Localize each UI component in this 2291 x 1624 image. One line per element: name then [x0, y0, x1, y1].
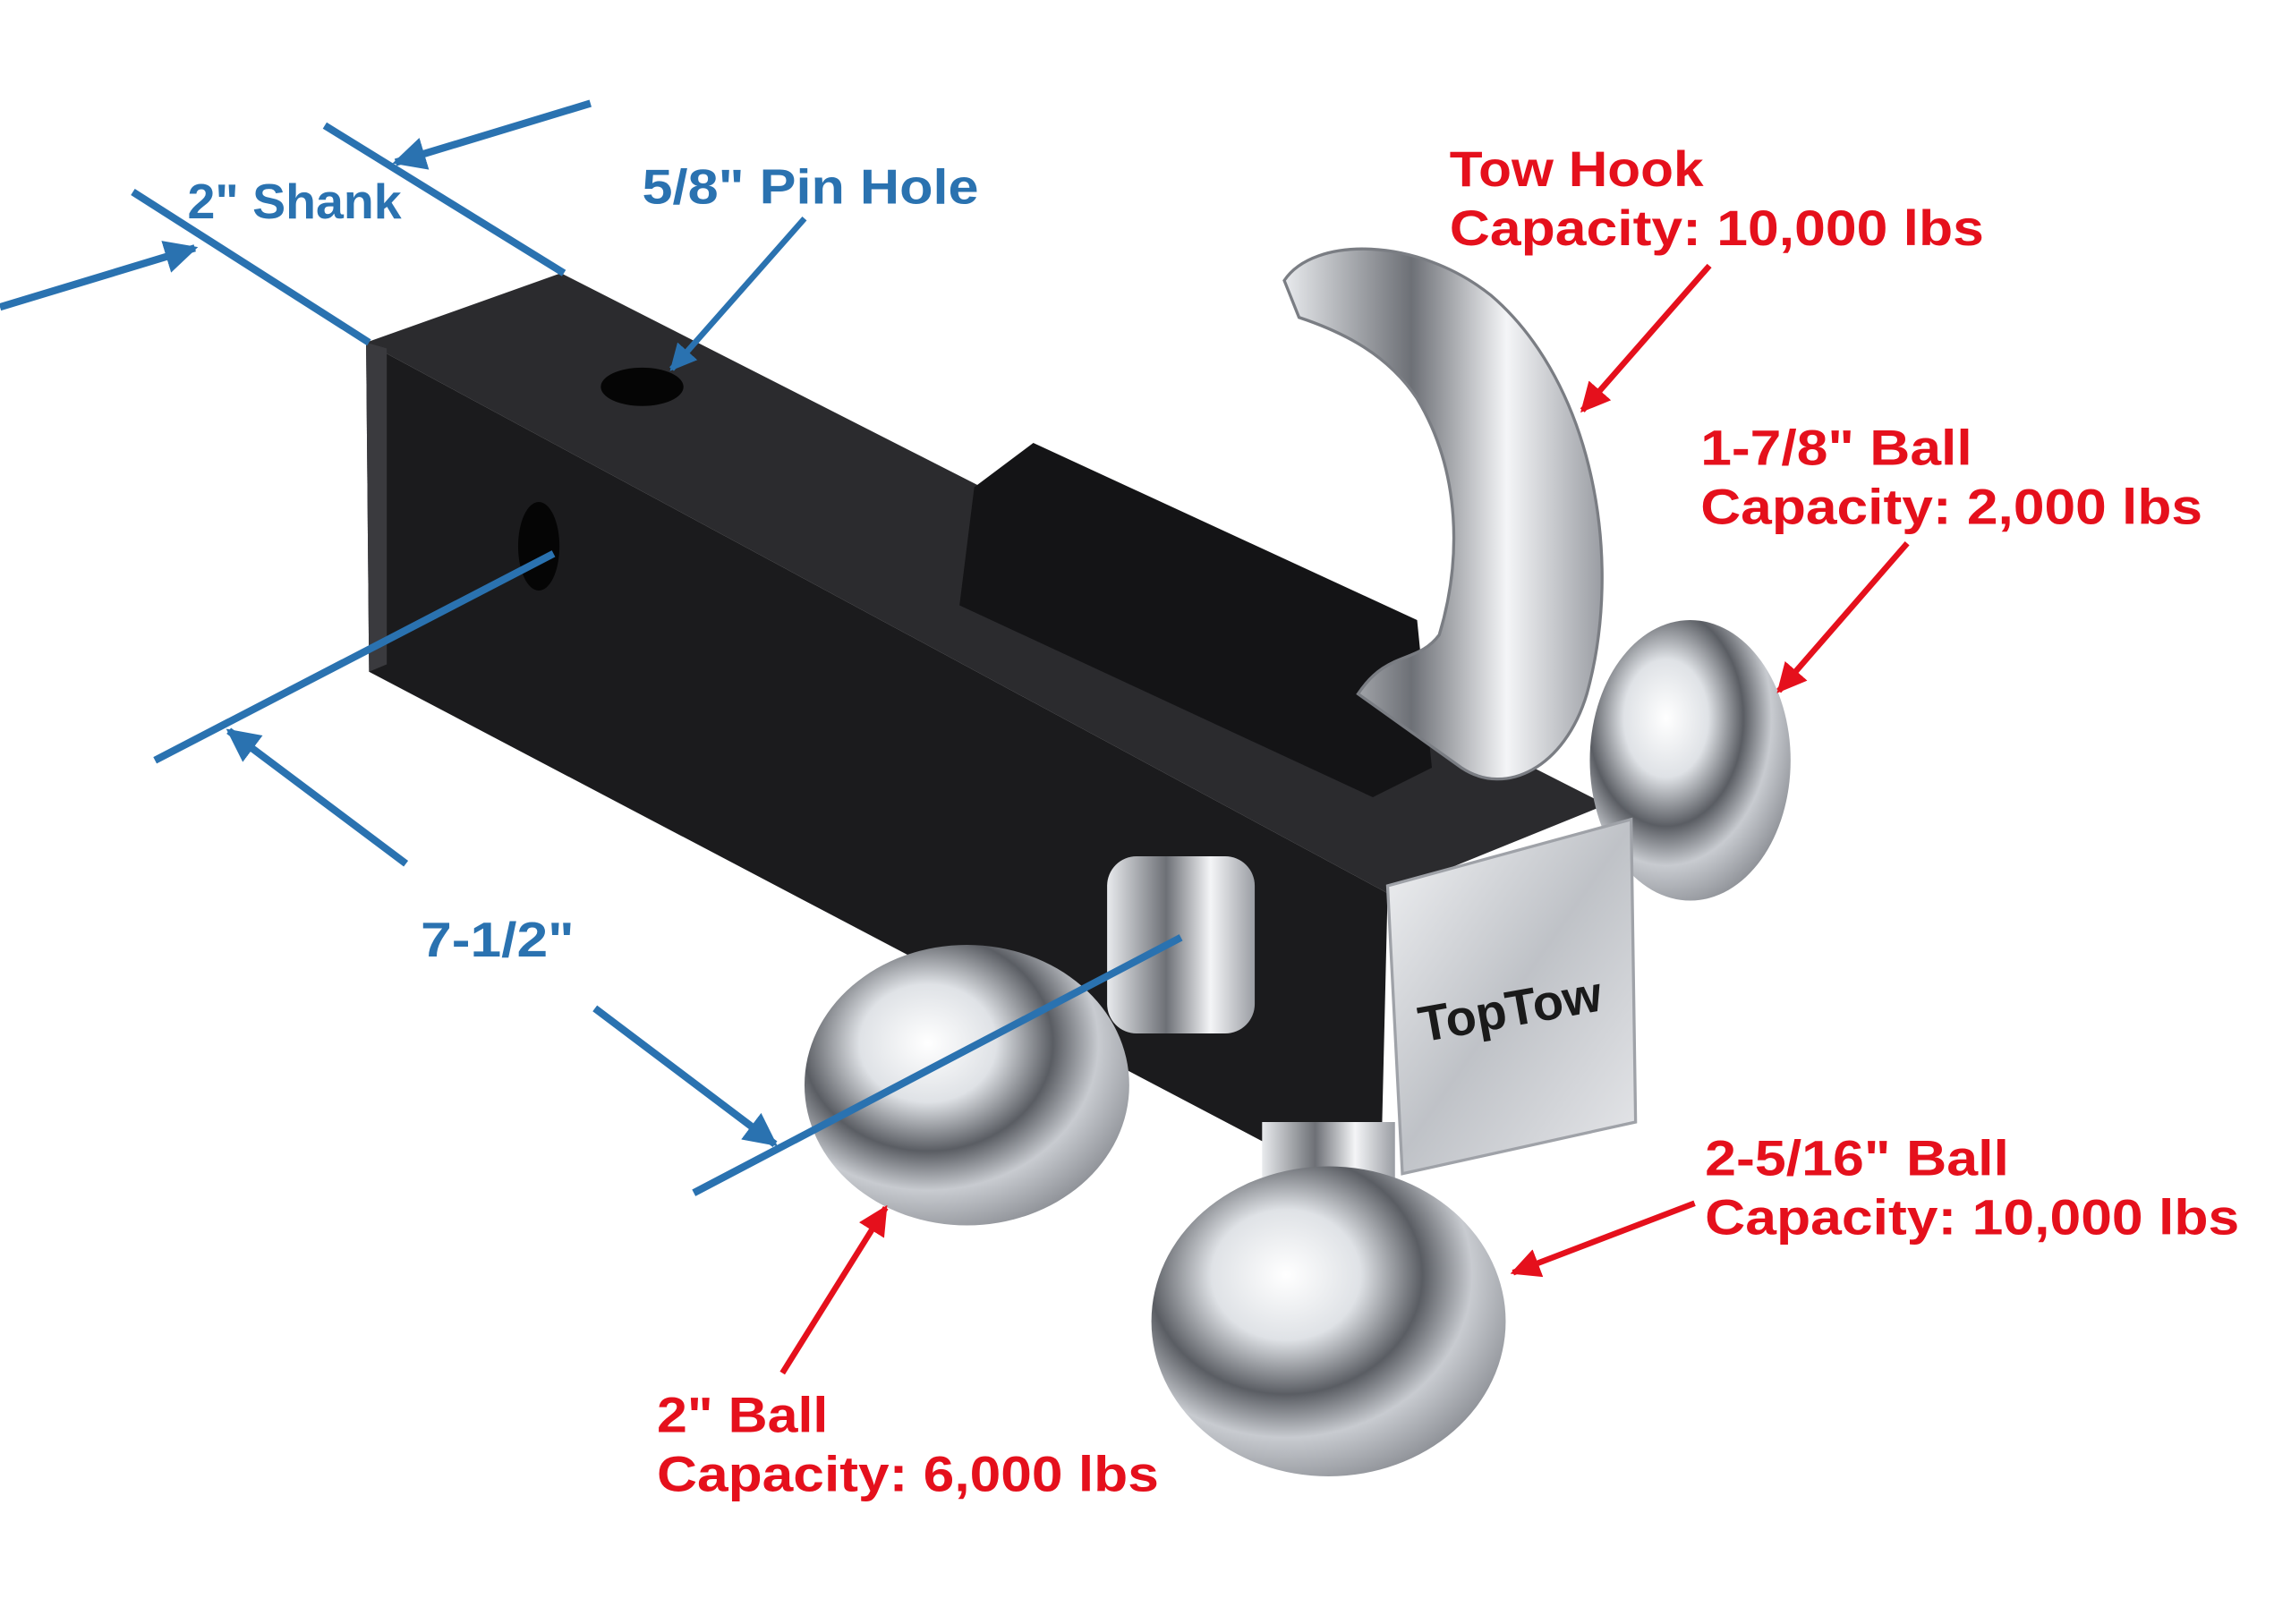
length-label: 7-1/2" [421, 913, 575, 967]
hook-mount-block [959, 443, 1432, 797]
end-plate: TopTow [1385, 817, 1638, 1176]
ball-2-title: 2" Ball [657, 1386, 828, 1442]
dimension-lines [0, 99, 1183, 1196]
ball-2-5-16-capacity: Capacity: 10,000 lbs [1705, 1188, 2239, 1245]
ball-1-7-8 [1589, 620, 1791, 901]
callout-arrows [779, 263, 1910, 1375]
ball-1-7-8-capacity: Capacity: 2,000 lbs [1700, 479, 2202, 535]
pin-hole-top [600, 367, 684, 406]
ball-2-5-16-title: 2-5/16" Ball [1705, 1129, 2009, 1186]
shank-size-label: 2" Shank [187, 174, 402, 229]
ball-2-5-16 [1151, 1122, 1506, 1476]
tow-hook-title: Tow Hook [1450, 140, 1705, 197]
ball-2-inch [804, 856, 1256, 1226]
ball-1-7-8-title: 1-7/8" Ball [1700, 420, 1972, 476]
tow-hook-capacity: Capacity: 10,000 lbs [1450, 200, 1984, 256]
ball-2-capacity: Capacity: 6,000 lbs [657, 1445, 1159, 1501]
tow-hook [1282, 247, 1604, 781]
pin-hole-label: 5/8" Pin Hole [643, 160, 979, 215]
pin-hole-side [517, 502, 560, 591]
